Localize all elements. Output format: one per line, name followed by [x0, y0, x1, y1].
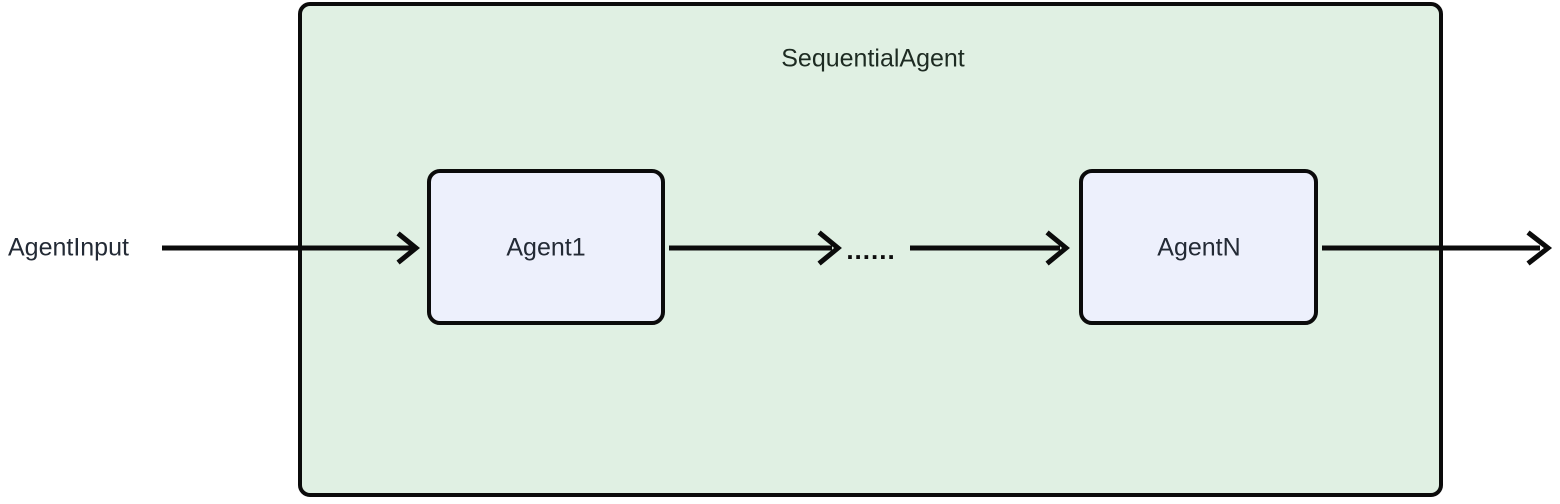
edge-input-to-agent1 [162, 231, 420, 265]
edge-input-to-agent1-arrowhead [396, 231, 420, 265]
edge-agentN-to-output [1322, 230, 1553, 266]
node-agent1[interactable]: Agent1 [427, 169, 665, 325]
node-agentN-label: AgentN [1157, 234, 1240, 262]
node-agentN[interactable]: AgentN [1079, 169, 1318, 325]
edge-agentN-to-output-arrowhead [1526, 230, 1553, 266]
node-agent1-label: Agent1 [506, 234, 585, 262]
node-agent1-box[interactable] [427, 169, 665, 325]
agent-input-label: AgentInput [8, 234, 129, 262]
node-ellipsis-label: ...... [846, 235, 895, 265]
node-agentN-box[interactable] [1079, 169, 1318, 325]
edge-agent1-to-ellipsis-arrowhead [817, 230, 842, 266]
edge-ellipsis-to-agentN-arrowhead [1045, 230, 1070, 266]
sequential-agent-group-title: SequentialAgent [781, 45, 965, 73]
edge-ellipsis-to-agentN [910, 230, 1070, 266]
edge-agent1-to-ellipsis [669, 230, 842, 266]
